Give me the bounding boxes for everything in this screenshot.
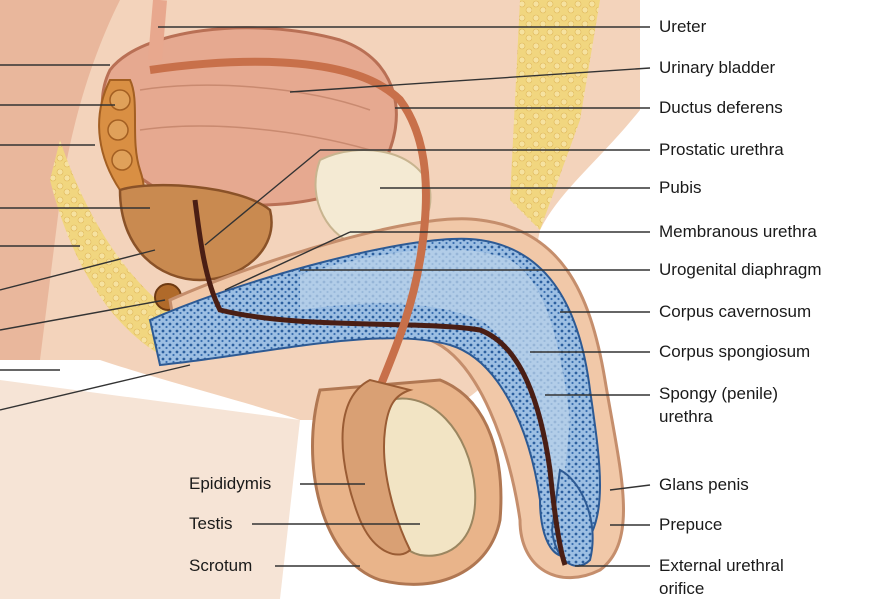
label-pubis: Pubis bbox=[659, 177, 702, 199]
label-glans-penis: Glans penis bbox=[659, 474, 749, 496]
label-corpus-spongiosum: Corpus spongiosum bbox=[659, 341, 810, 363]
label-spongy-urethra-line1: Spongy (penile) bbox=[659, 382, 778, 405]
label-prepuce: Prepuce bbox=[659, 514, 722, 536]
label-testis: Testis bbox=[189, 513, 232, 535]
label-scrotum: Scrotum bbox=[189, 555, 252, 577]
label-external-urethral-orifice: External urethral orifice bbox=[659, 554, 784, 600]
label-prostatic-urethra: Prostatic urethra bbox=[659, 139, 784, 161]
label-external-orifice-line2: orifice bbox=[659, 577, 784, 600]
label-ureter: Ureter bbox=[659, 16, 706, 38]
label-spongy-urethra: Spongy (penile) urethra bbox=[659, 382, 778, 428]
label-epididymis: Epididymis bbox=[189, 473, 271, 495]
label-urinary-bladder: Urinary bladder bbox=[659, 57, 775, 79]
label-corpus-cavernosum: Corpus cavernosum bbox=[659, 301, 811, 323]
label-spongy-urethra-line2: urethra bbox=[659, 405, 778, 428]
label-external-orifice-line1: External urethral bbox=[659, 554, 784, 577]
label-urogenital-diaphragm: Urogenital diaphragm bbox=[659, 259, 822, 281]
label-membranous-urethra: Membranous urethra bbox=[659, 221, 817, 243]
scrotum bbox=[313, 380, 501, 584]
label-ductus-deferens: Ductus deferens bbox=[659, 97, 783, 119]
